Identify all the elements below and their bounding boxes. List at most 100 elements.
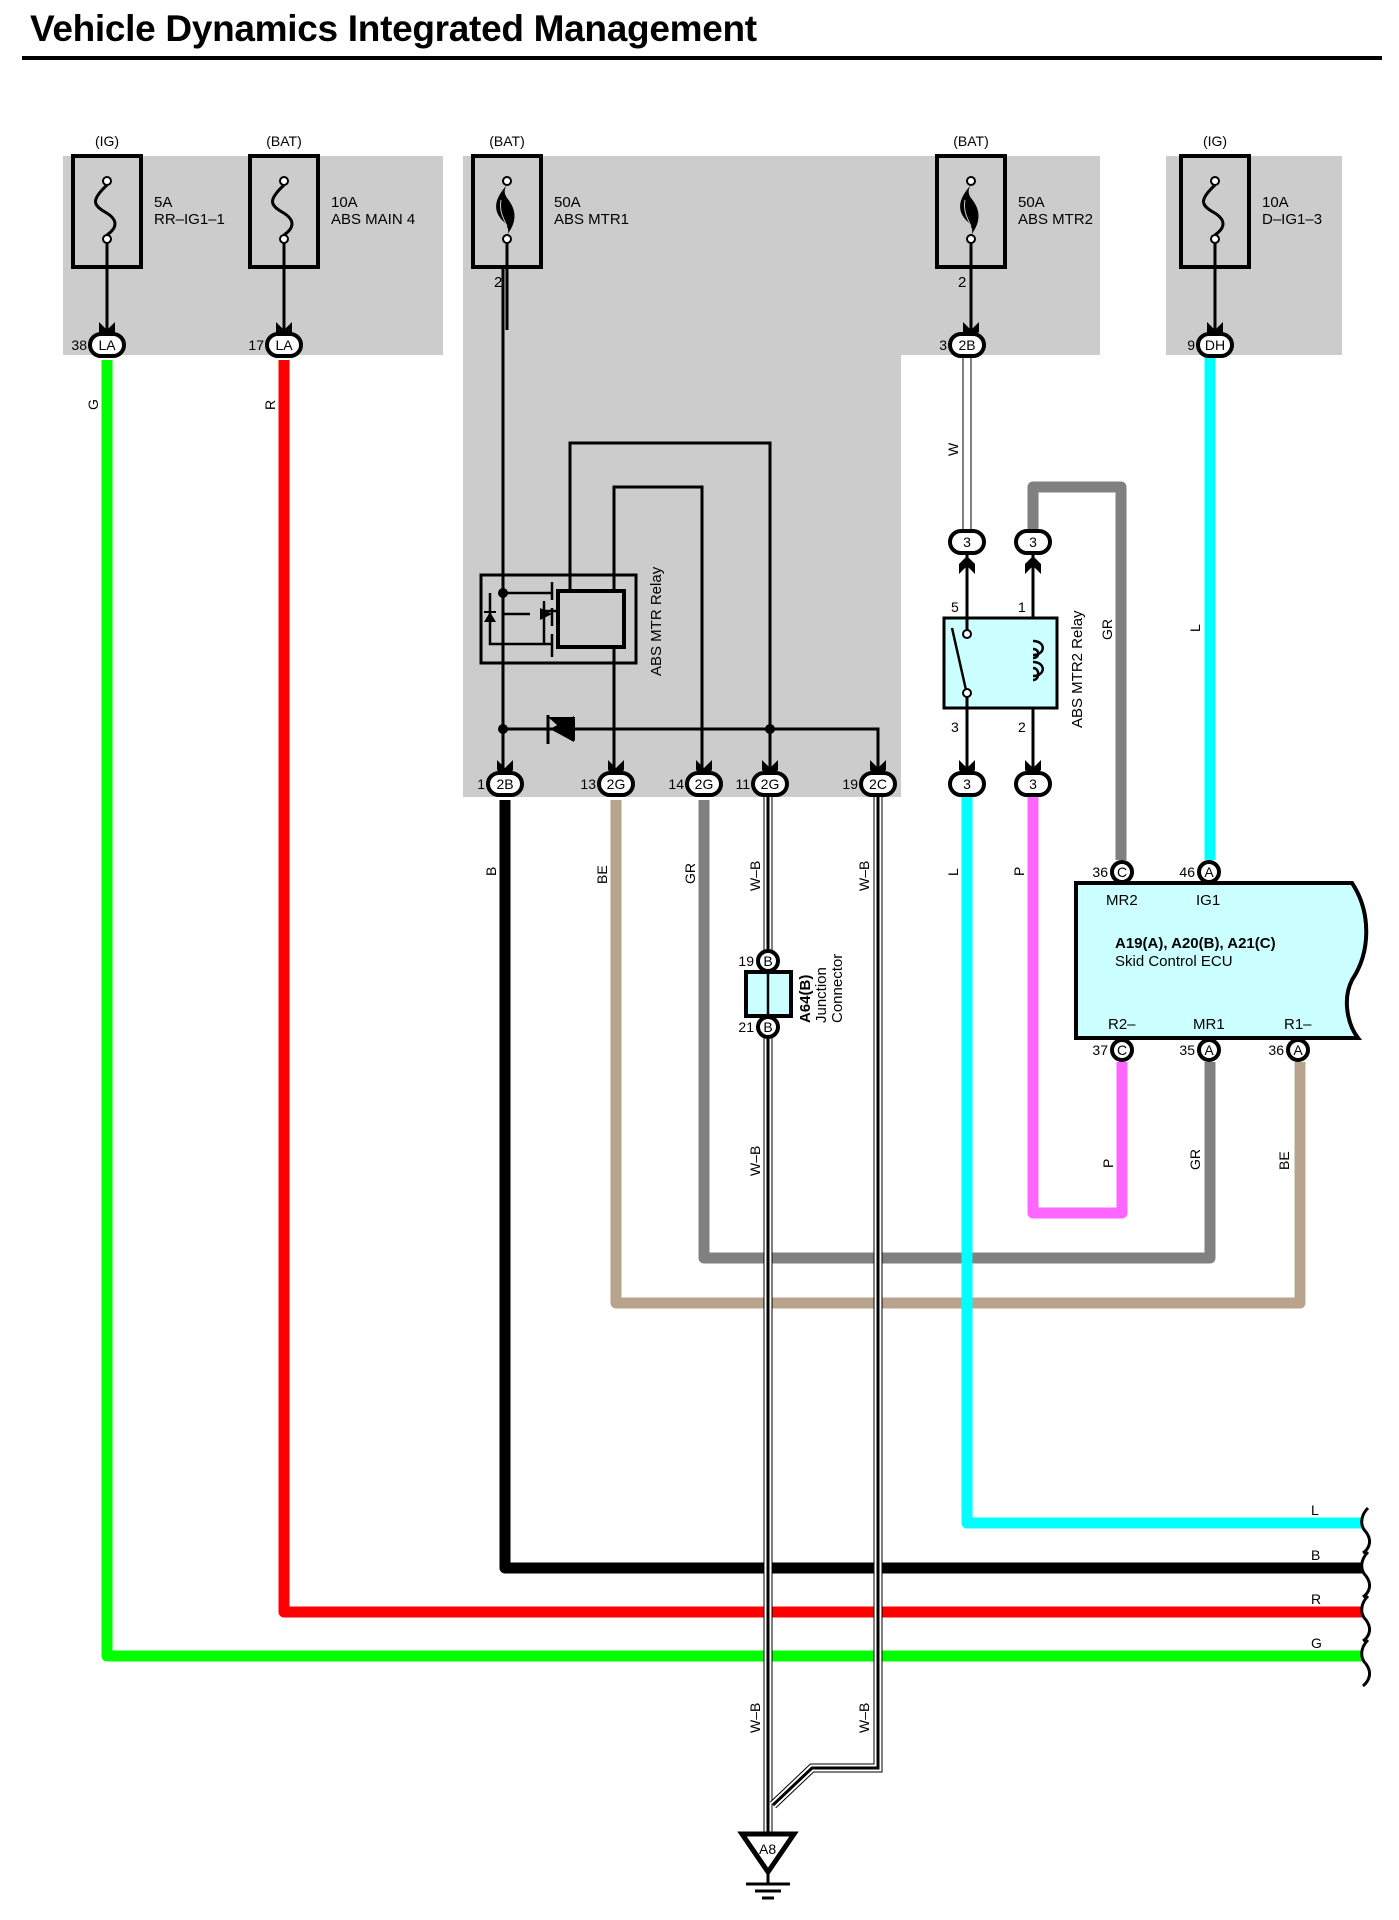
fuse-icon: [1202, 176, 1225, 244]
pin-number: 46: [1179, 864, 1195, 880]
ground-label: A8: [759, 1841, 776, 1857]
abs-mtr-relay: ABS MTR Relay: [479, 566, 665, 676]
fuse-icon: [271, 176, 294, 244]
connector-code: LA: [275, 337, 293, 353]
fuse-connector: LA 38: [71, 332, 126, 358]
fuse-name: D–IG1–3: [1262, 211, 1322, 228]
junction-dot: [498, 724, 508, 734]
connector-code: 2C: [869, 776, 887, 792]
wire-pink: [1027, 797, 1128, 1219]
connector-pin: 9: [1187, 337, 1195, 353]
mtr2-relay-connector: 3: [1014, 529, 1052, 555]
connector-code: 3: [963, 776, 971, 792]
fuse-rating: 10A: [331, 194, 358, 211]
wire-label-wb: W–B: [856, 861, 872, 891]
page-title: Vehicle Dynamics Integrated Management: [30, 8, 757, 49]
arrow-up-icon: [959, 556, 975, 574]
pin-code: A: [1204, 1042, 1214, 1058]
ecu-title: A19(A), A20(B), A21(C): [1115, 935, 1276, 952]
connector-code: 3: [1029, 776, 1037, 792]
mtr2-relay-connector: 3: [948, 529, 986, 555]
fuse-source-label: (IG): [1203, 133, 1227, 149]
jc-name: A64(B): [797, 975, 814, 1023]
connector-pin: 1: [477, 776, 485, 792]
ecu-pin-mr1: A35: [1179, 1038, 1221, 1062]
connector-code: 2B: [958, 337, 975, 353]
connector-code: DH: [1205, 337, 1225, 353]
fuse-rating: 50A: [1018, 194, 1045, 211]
jc-line1: Junction: [813, 967, 830, 1023]
connector-code: 2G: [695, 776, 714, 792]
skid-control-ecu: A19(A), A20(B), A21(C) Skid Control ECU …: [1074, 881, 1369, 1040]
fuse-source-label: (BAT): [266, 133, 302, 149]
wire-label-be: BE: [594, 865, 610, 884]
ecu-pin-name-mr2: MR2: [1106, 892, 1138, 909]
fuse-connector: LA 17: [248, 332, 303, 358]
wire-label-gr: GR: [682, 863, 698, 884]
panel-left: [63, 156, 443, 355]
pin-number: 21: [738, 1019, 754, 1035]
abs-mtr2-relay-label: ABS MTR2 Relay: [1069, 610, 1086, 728]
fuse-name: ABS MTR2: [1018, 211, 1093, 228]
pin-code: B: [763, 1019, 772, 1035]
fuse-pin: 2: [494, 274, 502, 291]
fuse-name: ABS MTR1: [554, 211, 629, 228]
wire-label-l: L: [1187, 624, 1203, 632]
wire-label-r: R: [262, 400, 278, 410]
mtr2-relay-connector: 3: [1014, 771, 1052, 797]
connector-pin: 38: [71, 337, 87, 353]
ecu-pin-ig1: A46: [1179, 860, 1221, 884]
mtr2-fuse-connector: 2B 3: [939, 332, 986, 358]
fuse-icon: [94, 176, 117, 244]
wire-label-gr: GR: [1099, 619, 1115, 640]
abs-mtr-relay-connector: 2G 13: [580, 771, 635, 797]
connector-pin: 11: [735, 776, 750, 792]
connector-code: 2G: [761, 776, 780, 792]
wire-label-wb: W–B: [747, 1703, 763, 1733]
connector-pin: 13: [580, 776, 596, 792]
wire-label-gr: GR: [1187, 1149, 1203, 1170]
wire-label-wb: W–B: [747, 861, 763, 891]
fuse-rating: 5A: [154, 194, 172, 211]
pin-code: C: [1117, 1042, 1127, 1058]
abs-mtr-relay-connector: 2B1: [477, 771, 524, 797]
pin-code: A: [1293, 1042, 1303, 1058]
connector-pin: 3: [939, 337, 947, 353]
ecu-subtitle: Skid Control ECU: [1115, 953, 1233, 970]
fuse-source-label: (BAT): [489, 133, 525, 149]
connector-code: 2G: [607, 776, 626, 792]
ecu-pin-name-r2: R2–: [1108, 1016, 1136, 1033]
continuation-label-l: L: [1311, 1502, 1319, 1518]
wire-label-w: W: [945, 442, 961, 456]
connector-pin: 14: [668, 776, 684, 792]
wire-green: [101, 360, 1362, 1662]
fuse-rating: 10A: [1262, 194, 1289, 211]
wires: [101, 357, 1362, 1662]
connector-code: 3: [1029, 534, 1037, 550]
connector-code: 3: [963, 534, 971, 550]
jc-line2: Connector: [829, 954, 846, 1023]
wire-black: [499, 800, 1362, 1574]
mtr2-pin-1: 1: [1018, 599, 1026, 615]
mtr2-pin-5: 5: [951, 599, 959, 615]
wire-label-p: P: [1100, 1159, 1116, 1168]
continuation-break: [1360, 1506, 1372, 1688]
connector-code: LA: [98, 337, 116, 353]
continuation-label-b: B: [1311, 1547, 1320, 1563]
jc-pin-top: B 19: [738, 949, 780, 973]
diode-icon: [546, 715, 575, 744]
pin-code: B: [763, 953, 772, 969]
arrow-up-icon: [1025, 556, 1041, 574]
wire-gray-mr2: [1027, 481, 1127, 860]
fuse-rating: 50A: [554, 194, 581, 211]
fuse-source-label: (IG): [95, 133, 119, 149]
pin-number: 19: [738, 953, 754, 969]
connector-pin: 17: [248, 337, 264, 353]
